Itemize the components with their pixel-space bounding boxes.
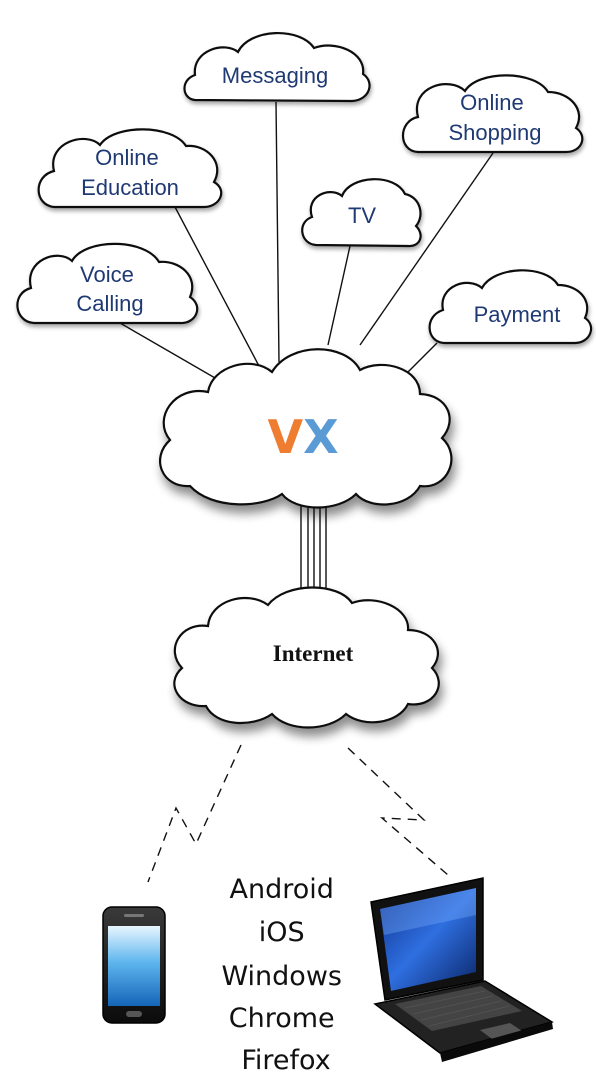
platform-firefox: Firefox: [241, 1045, 330, 1076]
platform-android: Android: [230, 874, 334, 905]
service-label-voice-calling: Voice Calling: [76, 262, 143, 316]
smartphone-icon: [102, 906, 166, 1024]
service-label-payment: Payment: [474, 302, 561, 327]
laptop-icon: [370, 877, 554, 1062]
cloud-online-shopping: [402, 74, 584, 154]
vx-logo: VX: [267, 410, 338, 464]
connector-online-education: [174, 206, 260, 367]
service-label-online-shopping: Online Shopping: [449, 90, 542, 145]
wireless-link-phone: [147, 744, 242, 883]
cloud-payment: [428, 269, 593, 345]
cloud-online-education: [37, 128, 223, 209]
service-label-messaging: Messaging: [222, 63, 328, 88]
connector-tv: [327, 245, 351, 346]
service-label-online-education: Online Education: [81, 145, 179, 200]
vx-hub-cloud: [159, 348, 453, 509]
vx-letter-v: V: [267, 410, 303, 464]
platform-chrome: Chrome: [229, 1003, 335, 1034]
connector-messaging: [275, 101, 280, 363]
cloud-messaging: [183, 31, 371, 103]
connector-voice-calling: [119, 322, 223, 383]
connector-online-shopping: [359, 152, 494, 346]
vx-letter-x: X: [303, 410, 338, 464]
platform-ios: iOS: [259, 917, 305, 948]
internet-cloud: [173, 586, 440, 729]
internet-label: Internet: [273, 641, 354, 666]
service-connectors: [119, 101, 494, 383]
wireless-link-laptop: [347, 747, 449, 876]
platform-list: Android iOS Windows Chrome Firefox: [221, 874, 350, 1076]
cloud-tv: [301, 178, 422, 248]
platform-windows: Windows: [221, 961, 342, 992]
cloud-voice-calling: [16, 242, 199, 325]
service-label-tv: TV: [348, 203, 376, 228]
